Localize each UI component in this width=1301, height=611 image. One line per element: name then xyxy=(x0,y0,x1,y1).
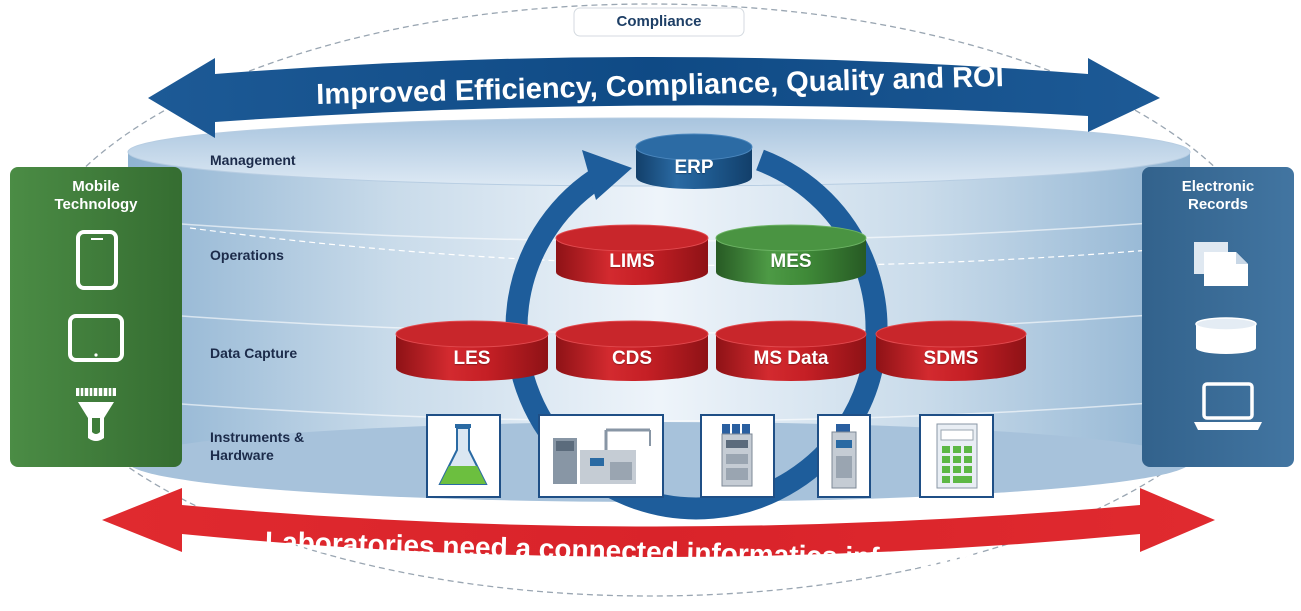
lims-database xyxy=(555,224,709,285)
mobile-technology-title-line2: Technology xyxy=(54,196,138,213)
lab-analyzer-icon xyxy=(538,414,664,498)
les-label: LES xyxy=(453,348,491,369)
chromatography-system-icon xyxy=(700,414,775,498)
mobile-technology-panel xyxy=(10,167,182,467)
barcode-scanner-icon xyxy=(76,388,116,441)
bottom-double-arrow xyxy=(102,488,1215,557)
erp-database xyxy=(635,133,753,189)
level-label-management: Management xyxy=(210,152,296,168)
document-icon xyxy=(1194,242,1248,286)
phone-icon xyxy=(76,230,118,290)
database-icon xyxy=(1195,317,1257,354)
electronic-records-title-line1: Electronic xyxy=(1181,178,1255,195)
mobile-technology-title-line1: Mobile xyxy=(72,178,120,195)
ms-data-database xyxy=(715,320,867,381)
sdms-database xyxy=(875,320,1027,381)
compliance-tab-label: Compliance xyxy=(616,13,702,30)
mass-spectrometer-icon xyxy=(817,414,871,498)
lims-label: LIMS xyxy=(609,251,655,272)
ms-data-label: MS Data xyxy=(753,348,829,369)
flask-icon xyxy=(426,414,501,498)
cds-database xyxy=(555,320,709,381)
calculator-icon xyxy=(919,414,994,498)
laptop-icon xyxy=(1194,382,1262,430)
level-label-operations: Operations xyxy=(210,247,284,263)
mes-database xyxy=(715,224,867,285)
erp-label: ERP xyxy=(674,157,714,178)
level-label-instruments: Instruments & Hardware xyxy=(210,429,305,463)
cds-label: CDS xyxy=(611,348,653,369)
compliance-tab xyxy=(573,7,745,37)
mes-label: MES xyxy=(770,251,812,272)
top-double-arrow xyxy=(148,57,1160,138)
electronic-records-panel xyxy=(1142,167,1294,467)
level-label-data-capture: Data Capture xyxy=(210,345,298,361)
sdms-label: SDMS xyxy=(923,348,979,369)
tablet-icon xyxy=(68,314,124,362)
les-database xyxy=(395,320,549,381)
electronic-records-title-line2: Records xyxy=(1187,196,1249,213)
